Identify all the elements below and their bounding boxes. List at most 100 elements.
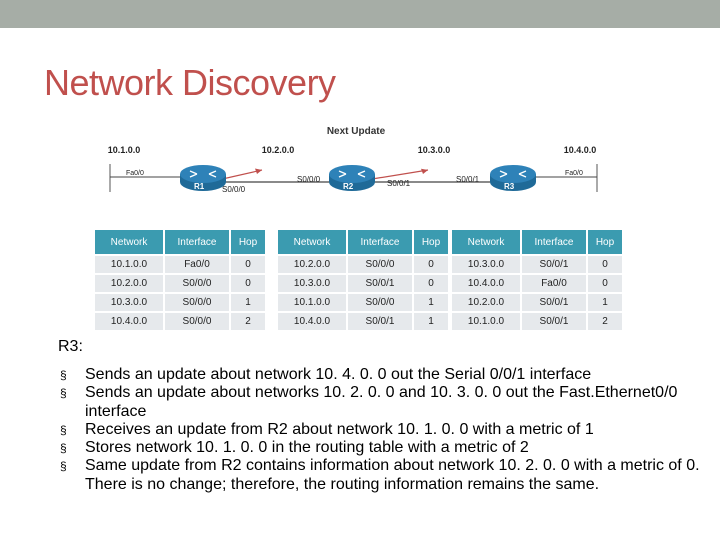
table-header-hop: Hop xyxy=(229,228,267,256)
interface-cell: S0/0/1 xyxy=(520,311,588,332)
bullet-text: Receives an update from R2 about network… xyxy=(85,420,594,438)
bullet-marker-icon: § xyxy=(60,441,67,456)
next-update-label: Next Update xyxy=(327,126,386,137)
router-r2-label: R2 xyxy=(343,182,354,191)
update-arrow-r2 xyxy=(365,169,429,181)
network-label-1: 10.1.0.0 xyxy=(108,145,141,155)
network-cell: 10.1.0.0 xyxy=(450,311,522,332)
interface-cell: S0/0/0 xyxy=(163,311,231,332)
hop-cell: 0 xyxy=(412,273,450,294)
interface-cell: Fa0/0 xyxy=(520,273,588,294)
update-arrowhead-r2 xyxy=(421,168,428,174)
hop-cell: 0 xyxy=(229,273,267,294)
bullet-marker-icon: § xyxy=(60,386,67,401)
iface-r2-s001: S0/0/1 xyxy=(387,179,411,188)
bullet-text: Sends an update about networks 10. 2. 0.… xyxy=(85,384,678,420)
network-cell: 10.3.0.0 xyxy=(450,254,522,275)
list-item: § Same update from R2 contains informatio… xyxy=(58,457,708,494)
network-cell: 10.4.0.0 xyxy=(93,311,165,332)
interface-cell: S0/0/0 xyxy=(163,292,231,313)
network-cell: 10.1.0.0 xyxy=(93,254,165,275)
router-heading: R3: xyxy=(58,338,83,355)
network-cell: 10.2.0.0 xyxy=(93,273,165,294)
hop-cell: 1 xyxy=(586,292,624,313)
table-header-interface: Interface xyxy=(520,228,588,256)
interface-cell: S0/0/1 xyxy=(346,311,414,332)
bullet-marker-icon: § xyxy=(60,459,67,474)
hop-cell: 2 xyxy=(229,311,267,332)
network-label-2: 10.2.0.0 xyxy=(262,145,295,155)
list-item: § Sends an update about networks 10. 2. 0… xyxy=(58,384,708,421)
bullet-text: Sends an update about network 10. 4. 0. … xyxy=(85,366,592,383)
slide-title: Network Discovery xyxy=(44,62,336,103)
hop-cell: 0 xyxy=(229,254,267,275)
iface-r3-s001: S0/0/1 xyxy=(456,175,480,184)
router-r1-label: R1 xyxy=(194,182,205,191)
interface-cell: S0/0/0 xyxy=(346,254,414,275)
interface-cell: S0/0/1 xyxy=(520,292,588,313)
router-r3-icon xyxy=(490,165,536,191)
network-cell: 10.3.0.0 xyxy=(276,273,348,294)
network-cell: 10.4.0.0 xyxy=(276,311,348,332)
slide-body: R3: § Sends an update about network 10. 4… xyxy=(58,338,708,494)
list-item: § Stores network 10. 1. 0. 0 in the routi… xyxy=(58,439,708,457)
interface-cell: S0/0/0 xyxy=(346,292,414,313)
router-r1-icon xyxy=(180,165,226,191)
network-cell: 10.1.0.0 xyxy=(276,292,348,313)
iface-r1-fa00: Fa0/0 xyxy=(126,170,144,177)
list-item: § Receives an update from R2 about networ… xyxy=(58,421,708,439)
network-cell: 10.3.0.0 xyxy=(93,292,165,313)
interface-cell: Fa0/0 xyxy=(163,254,231,275)
network-label-3: 10.3.0.0 xyxy=(418,145,451,155)
router-r2-icon xyxy=(329,165,375,191)
hop-cell: 2 xyxy=(586,311,624,332)
iface-r3-fa00: Fa0/0 xyxy=(565,170,583,177)
network-label-4: 10.4.0.0 xyxy=(564,145,597,155)
iface-r1-s000: S0/0/0 xyxy=(222,185,246,194)
hop-cell: 0 xyxy=(586,273,624,294)
table-header-hop: Hop xyxy=(412,228,450,256)
router-r3-label: R3 xyxy=(504,182,515,191)
hop-cell: 0 xyxy=(412,254,450,275)
bullet-text: Stores network 10. 1. 0. 0 in the routin… xyxy=(85,439,529,457)
top-bar xyxy=(0,0,720,28)
list-item: § Sends an update about network 10. 4. 0.… xyxy=(58,366,708,384)
iface-r2-s000: S0/0/0 xyxy=(297,175,321,184)
network-cell: 10.2.0.0 xyxy=(276,254,348,275)
interface-cell: S0/0/0 xyxy=(163,273,231,294)
table-header-interface: Interface xyxy=(163,228,231,256)
bullet-marker-icon: § xyxy=(60,368,67,382)
hop-cell: 1 xyxy=(412,292,450,313)
table-header-interface: Interface xyxy=(346,228,414,256)
table-header-network: Network xyxy=(93,228,165,256)
interface-cell: S0/0/1 xyxy=(520,254,588,275)
table-header-network: Network xyxy=(450,228,522,256)
table-header-hop: Hop xyxy=(586,228,624,256)
bullet-text: Same update from R2 contains information… xyxy=(85,457,700,493)
hop-cell: 1 xyxy=(229,292,267,313)
interface-cell: S0/0/1 xyxy=(346,273,414,294)
bullet-list: § Sends an update about network 10. 4. 0.… xyxy=(58,366,708,494)
hop-cell: 1 xyxy=(412,311,450,332)
network-cell: 10.4.0.0 xyxy=(450,273,522,294)
network-topology-diagram: Next Update 10.1.0.0 10.2.0.0 10.3.0.0 1… xyxy=(108,126,598,194)
update-arrowhead-r1 xyxy=(255,168,262,174)
hop-cell: 0 xyxy=(586,254,624,275)
table-header-network: Network xyxy=(276,228,348,256)
bullet-marker-icon: § xyxy=(60,422,67,437)
network-cell: 10.2.0.0 xyxy=(450,292,522,313)
